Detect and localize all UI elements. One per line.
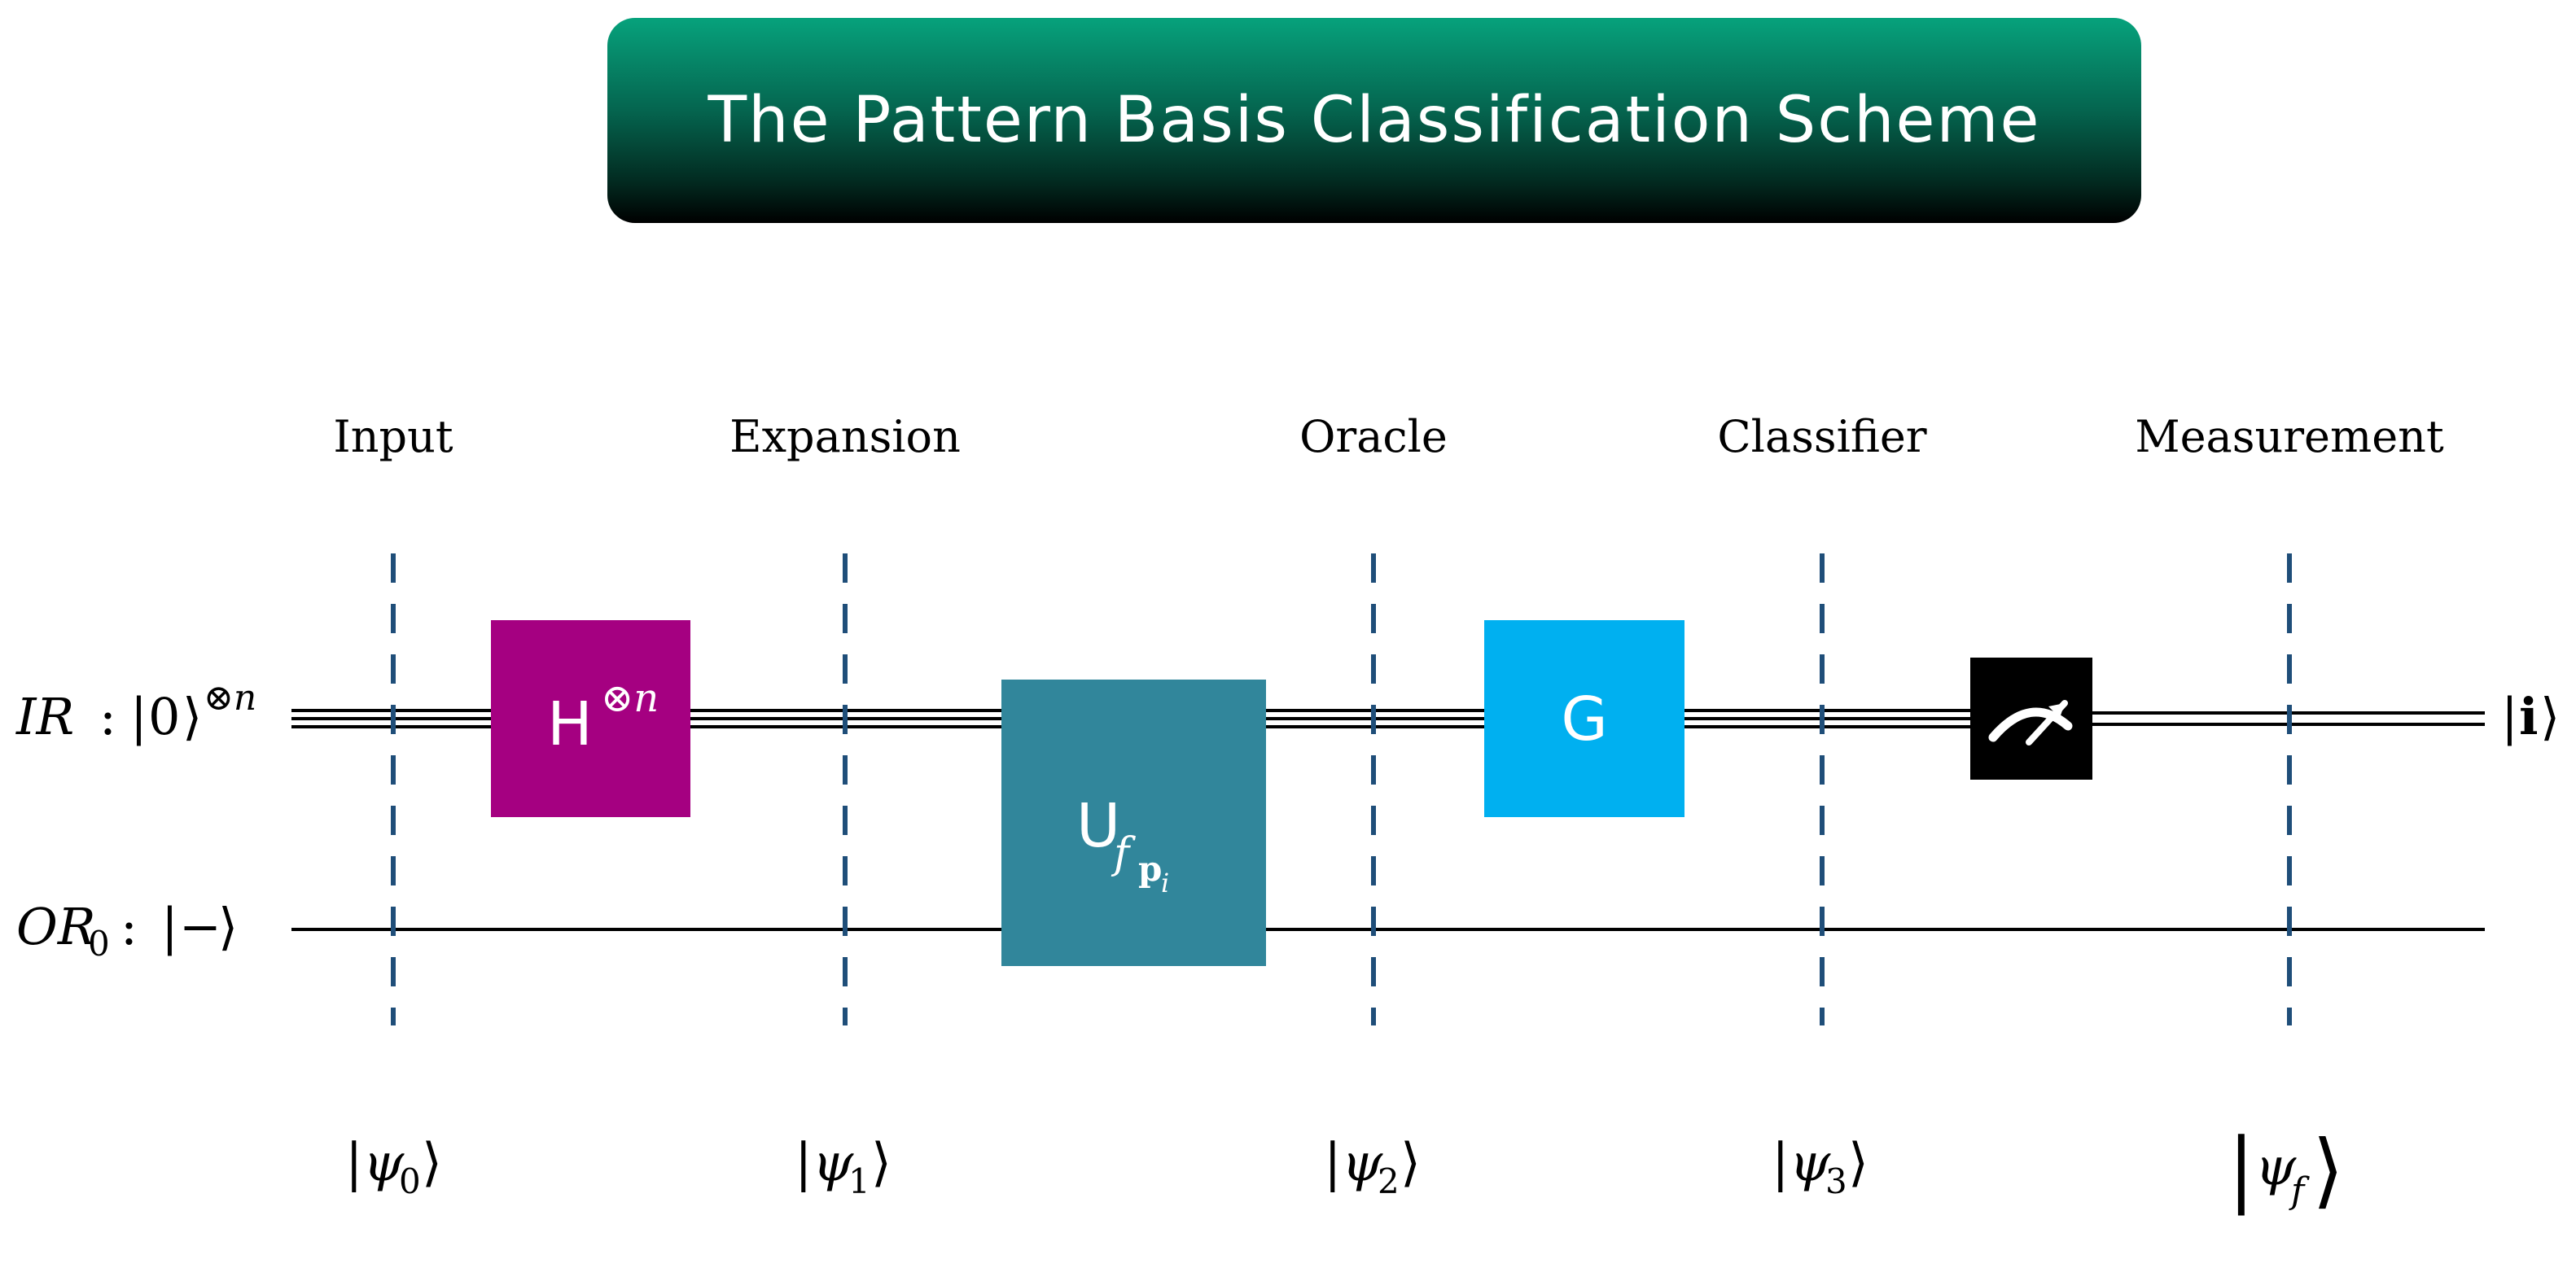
state-psi-f: | ψ f ⟩	[2228, 1121, 2344, 1218]
state-psi-1-symbol: ψ	[813, 1133, 854, 1193]
ir-register-label: IR : | 0 ⟩ ⊗n	[15, 677, 256, 746]
svg-text:|: |	[1772, 1133, 1790, 1193]
svg-text:⟩: ⟩	[1400, 1133, 1421, 1193]
ir-power: ⊗n	[204, 677, 256, 719]
grover-label: G	[1561, 684, 1607, 754]
svg-text:|: |	[2228, 1121, 2255, 1216]
grover-gate: G	[1484, 620, 1684, 817]
state-psi-f-symbol: ψ	[2255, 1137, 2297, 1197]
svg-text::: :	[120, 897, 138, 956]
state-psi-3-symbol: ψ	[1790, 1133, 1831, 1193]
measurement-gate	[1970, 658, 2092, 780]
svg-text::: :	[99, 687, 116, 746]
svg-text:|: |	[130, 687, 147, 746]
hadamard-label: H	[547, 689, 593, 759]
stage-label-oracle: Oracle	[1299, 411, 1448, 462]
title-banner: The Pattern Basis Classification Scheme	[607, 18, 2141, 223]
state-psi-2-symbol: ψ	[1342, 1133, 1383, 1193]
oracle-label: U	[1076, 791, 1120, 861]
stage-label-expansion: Expansion	[729, 411, 961, 462]
or-register-sub: 0	[88, 924, 110, 964]
page-title: The Pattern Basis Classification Scheme	[708, 84, 2041, 157]
svg-text:⟩: ⟩	[1848, 1133, 1868, 1193]
state-psi-3: | ψ 3 ⟩	[1772, 1133, 1868, 1201]
stage-label-measurement: Measurement	[2135, 411, 2444, 462]
ir-register-name: IR	[15, 687, 74, 746]
state-psi-0-symbol: ψ	[363, 1133, 405, 1193]
svg-text:⟩: ⟩	[871, 1133, 892, 1193]
svg-text:⟩: ⟩	[182, 687, 202, 746]
or-register-label: OR 0 : | − ⟩	[16, 897, 238, 964]
hadamard-gate: H ⊗n	[491, 620, 690, 817]
output-ket: | i ⟩	[2501, 687, 2560, 746]
meter-icon	[1988, 700, 2073, 745]
oracle-sub-p: p	[1138, 849, 1162, 889]
svg-text:|: |	[345, 1133, 363, 1193]
svg-text:|: |	[795, 1133, 813, 1193]
state-psi-2-sub: 2	[1378, 1161, 1400, 1201]
state-psi-3-sub: 3	[1825, 1161, 1847, 1201]
svg-text:|: |	[1324, 1133, 1342, 1193]
state-psi-0: | ψ 0 ⟩	[345, 1133, 442, 1201]
state-psi-1-sub: 1	[848, 1161, 870, 1201]
svg-text:|: |	[2501, 687, 2518, 746]
svg-text:|: |	[161, 897, 178, 956]
output-ket-value: i	[2519, 687, 2539, 746]
svg-text:⟩: ⟩	[2312, 1122, 2344, 1218]
state-psi-1: | ψ 1 ⟩	[795, 1133, 892, 1201]
or-ket-value: −	[179, 897, 221, 956]
state-psi-f-sub: f	[2289, 1170, 2310, 1212]
svg-text:⟩: ⟩	[218, 897, 238, 956]
ir-ket-value: 0	[148, 687, 180, 746]
state-psi-0-sub: 0	[399, 1161, 421, 1201]
oracle-sub-i: i	[1161, 868, 1169, 899]
hadamard-power: ⊗n	[601, 676, 659, 721]
stage-label-input: Input	[333, 411, 453, 462]
or-register-name: OR	[16, 897, 96, 956]
svg-text:⟩: ⟩	[2540, 687, 2560, 746]
svg-text:⟩: ⟩	[422, 1133, 442, 1193]
state-psi-2: | ψ 2 ⟩	[1324, 1133, 1421, 1201]
oracle-gate: U f p i	[1001, 680, 1266, 966]
stage-label-classifier: Classifier	[1717, 411, 1926, 462]
